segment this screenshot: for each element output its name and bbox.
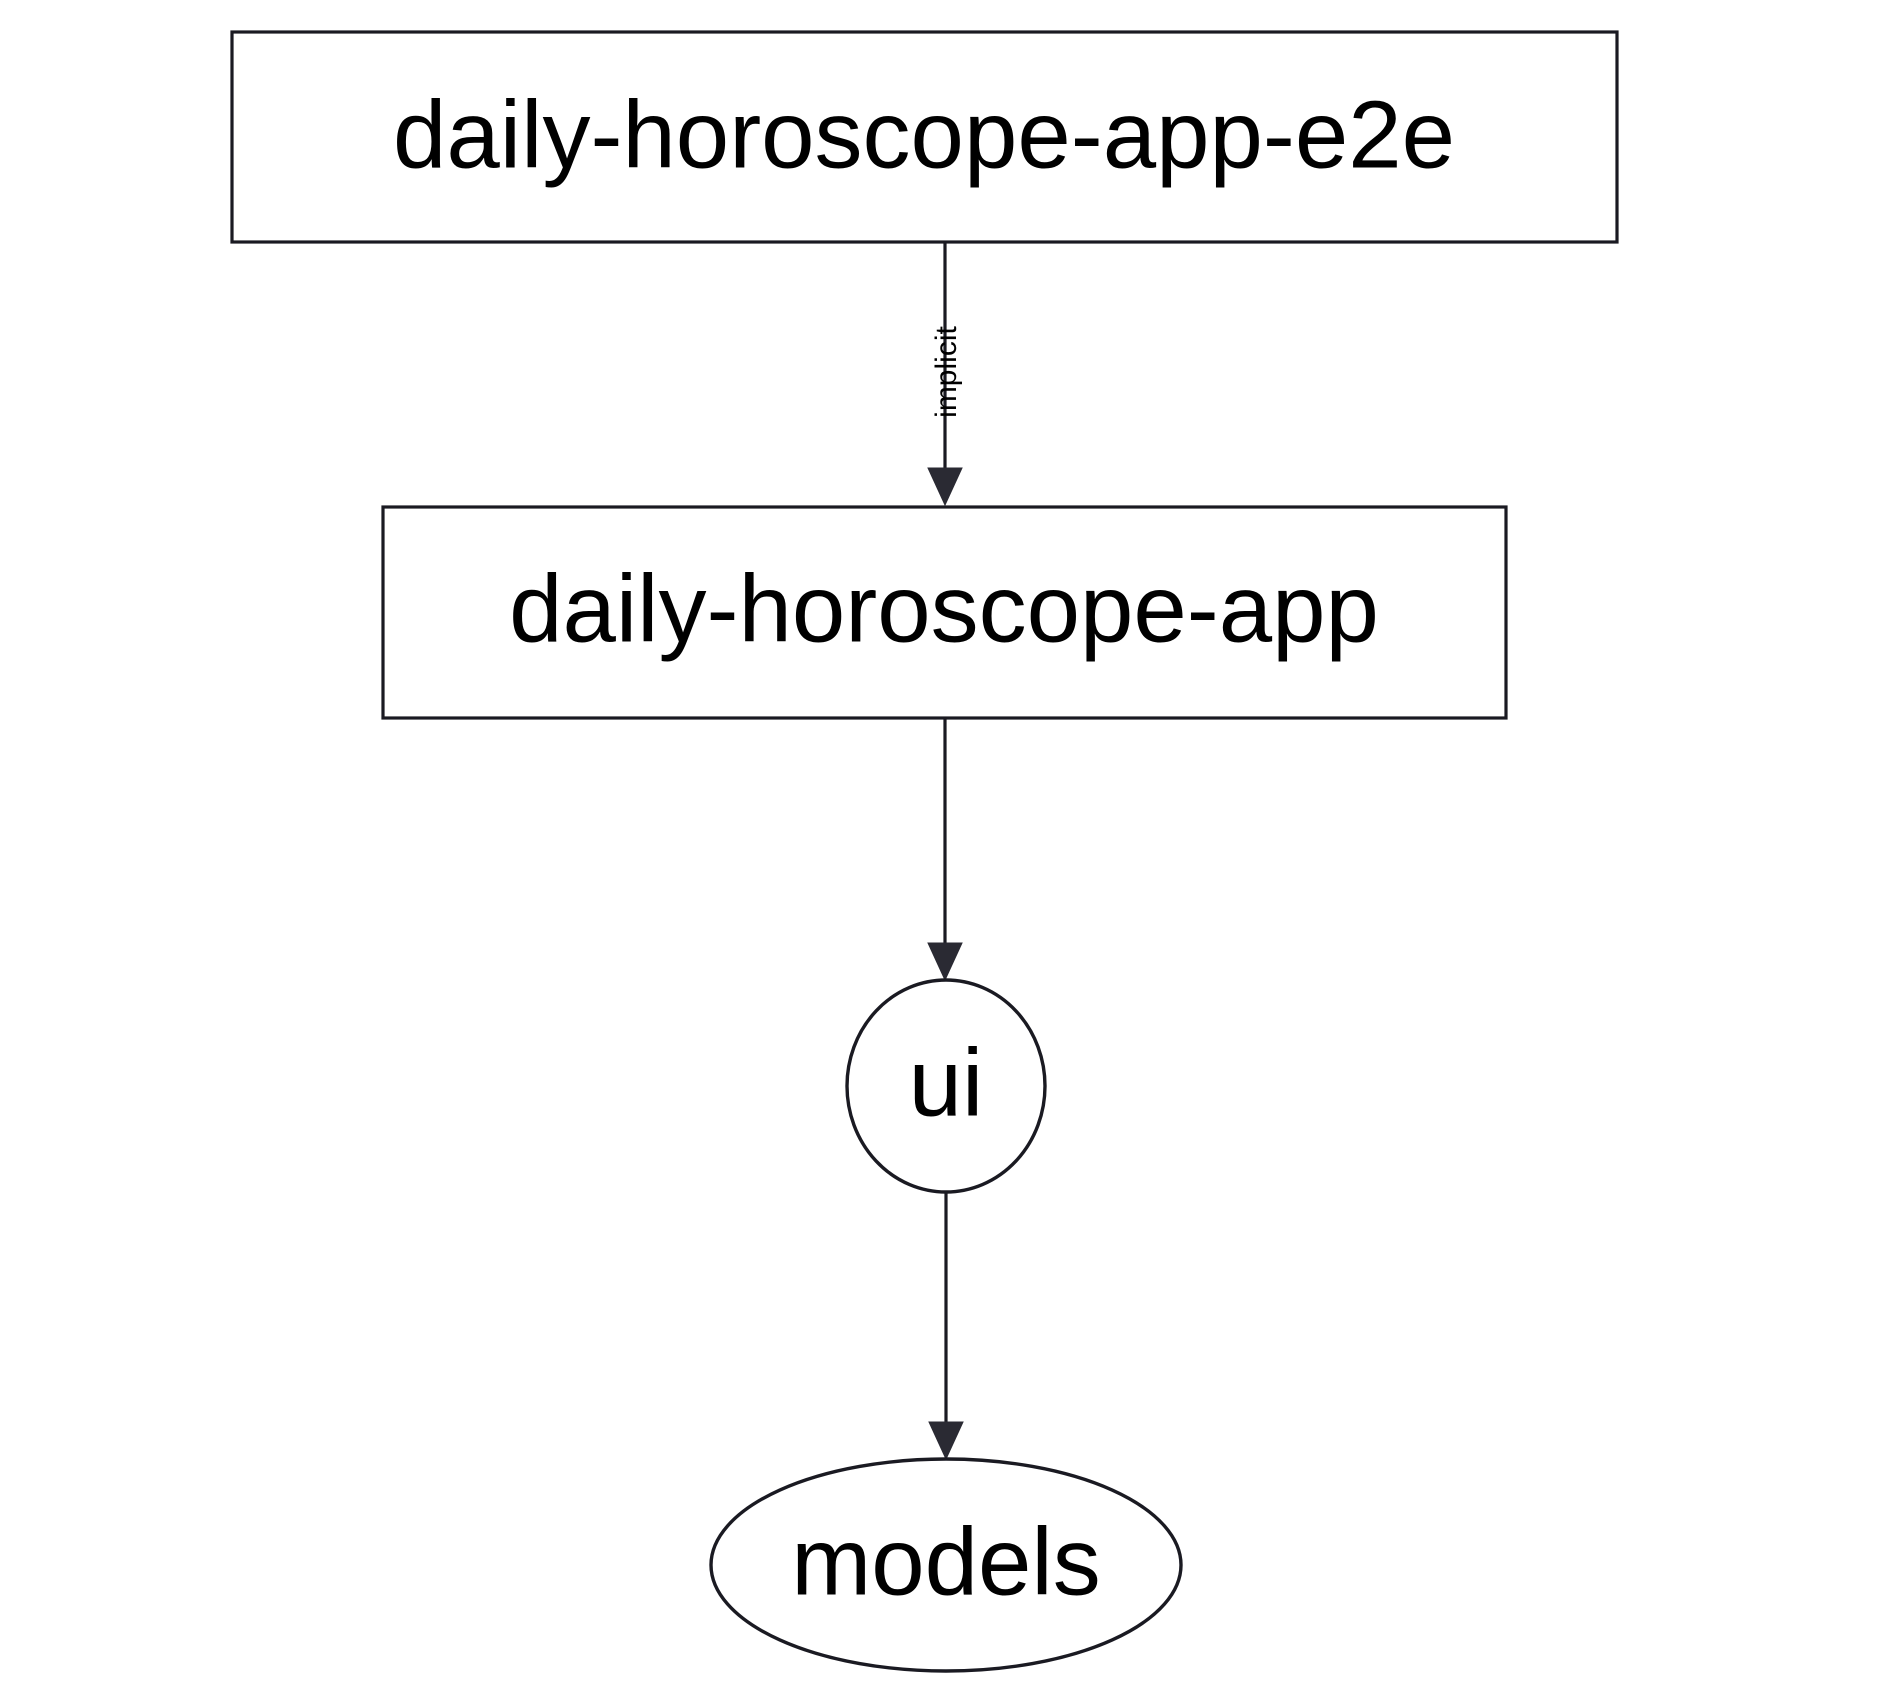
node-box-shape	[230, 30, 1619, 244]
edge-ui-to-models[interactable]	[928, 1192, 964, 1461]
edge-arrowhead	[928, 1421, 964, 1461]
node-label-daily-horoscope-app: daily-horoscope-app	[509, 555, 1379, 662]
node-daily-horoscope-app[interactable]: daily-horoscope-app	[381, 505, 1508, 720]
node-daily-horoscope-app-e2e[interactable]: daily-horoscope-app-e2e	[230, 30, 1619, 244]
node-models[interactable]: models	[709, 1457, 1183, 1673]
node-box-shape	[381, 505, 1508, 720]
node-ellipse-shape	[709, 1457, 1183, 1673]
node-label-models: models	[791, 1508, 1100, 1615]
node-label-daily-horoscope-app-e2e: daily-horoscope-app-e2e	[393, 81, 1455, 188]
edge-app-to-ui[interactable]	[927, 718, 963, 982]
node-label-ui: ui	[909, 1029, 984, 1136]
edge-e2e-to-app[interactable]: implicit	[927, 242, 963, 507]
edge-label-implicit: implicit	[930, 326, 963, 418]
edge-arrowhead	[927, 942, 963, 982]
node-ui[interactable]: ui	[845, 978, 1047, 1194]
edge-arrowhead	[927, 467, 963, 507]
